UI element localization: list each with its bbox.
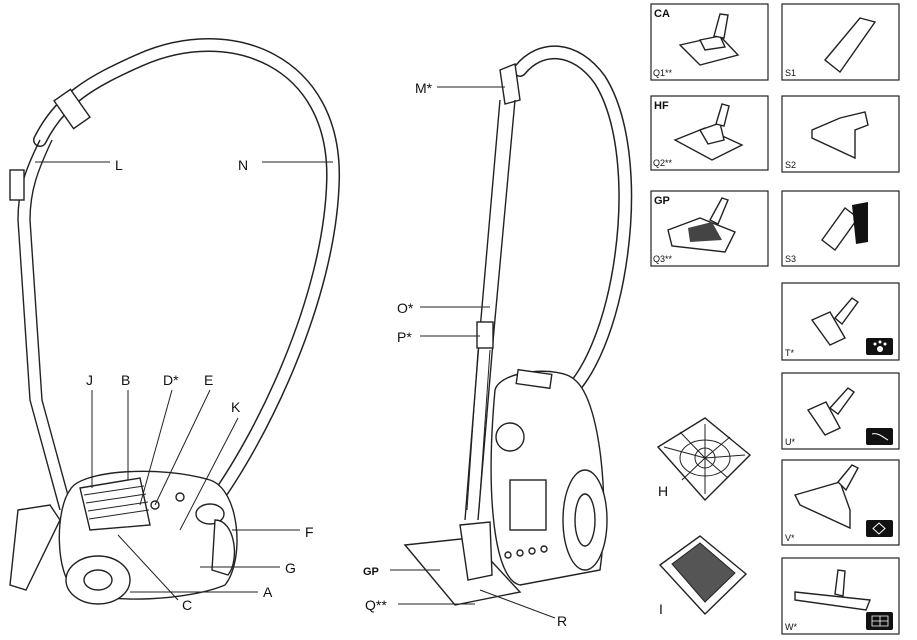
label-K-text: K xyxy=(231,399,241,415)
box-code: S3 xyxy=(785,254,796,264)
label-R: R xyxy=(557,613,567,629)
label-L: L xyxy=(115,157,123,173)
filter-i-illustration xyxy=(658,535,748,616)
label-K: K xyxy=(231,399,241,415)
label-GP-text: GP xyxy=(363,566,379,578)
label-F: F xyxy=(305,524,314,540)
label-G-text: G xyxy=(285,560,296,576)
box-code: Q1** xyxy=(653,68,673,78)
box-code: V* xyxy=(785,533,795,543)
accessory-s1: S1 xyxy=(781,3,900,81)
accessory-w: W* xyxy=(781,557,900,635)
accessory-v: V* xyxy=(781,459,900,546)
label-I: I xyxy=(659,601,663,617)
label-C: C xyxy=(182,597,192,613)
label-O: O* xyxy=(397,300,414,316)
hair-icon xyxy=(866,428,893,445)
label-L-text: L xyxy=(115,157,123,173)
accessory-t: T* xyxy=(781,282,900,361)
label-Q-text: Q** xyxy=(365,597,387,613)
label-B-text: B xyxy=(121,372,130,388)
box-title: GP xyxy=(654,195,670,207)
box-title: CA xyxy=(654,8,670,20)
label-M-text: M* xyxy=(415,80,433,96)
label-N-text: N xyxy=(238,157,248,173)
label-D-text: D* xyxy=(163,372,179,388)
label-GP: GP xyxy=(363,566,379,578)
box-title: HF xyxy=(654,100,669,112)
label-B: B xyxy=(121,372,130,388)
label-E-text: E xyxy=(204,372,213,388)
left-vacuum-illustration xyxy=(9,38,341,605)
box-code: W* xyxy=(785,622,797,632)
label-A: A xyxy=(263,584,273,600)
box-code: Q3** xyxy=(653,254,673,264)
accessory-s2: S2 xyxy=(781,95,900,173)
label-H: H xyxy=(658,483,668,499)
label-E: E xyxy=(204,372,213,388)
label-M: M* xyxy=(415,80,433,96)
label-D: D* xyxy=(163,372,179,388)
center-vacuum-leaders xyxy=(390,86,556,619)
center-vacuum-illustration xyxy=(403,45,633,606)
label-F-text: F xyxy=(305,524,314,540)
label-A-text: A xyxy=(263,584,273,600)
accessory-s3: S3 xyxy=(781,190,900,267)
label-Q: Q** xyxy=(365,597,387,613)
box-code: Q2** xyxy=(653,158,673,168)
label-N: N xyxy=(238,157,248,173)
label-G: G xyxy=(285,560,296,576)
accessory-u: U* xyxy=(781,372,900,450)
label-R-text: R xyxy=(557,613,567,629)
label-P-text: P* xyxy=(397,329,412,345)
label-H-text: H xyxy=(658,483,668,499)
box-code: U* xyxy=(785,437,795,447)
label-O-text: O* xyxy=(397,300,414,316)
box-code: S1 xyxy=(785,68,796,78)
label-P: P* xyxy=(397,329,412,345)
filter-h-illustration xyxy=(656,417,752,502)
accessory-q2: HF Q2** xyxy=(650,95,769,171)
accessory-q3: GP Q3** xyxy=(650,190,769,267)
carpet-floor-icon xyxy=(866,520,893,537)
label-I-text: I xyxy=(659,601,663,617)
accessory-q1: CA Q1** xyxy=(650,3,769,81)
label-C-text: C xyxy=(182,597,192,613)
label-J: J xyxy=(86,372,93,388)
box-code: S2 xyxy=(785,160,796,170)
left-vacuum-leaders xyxy=(35,161,333,601)
label-J-text: J xyxy=(86,372,93,388)
box-code: T* xyxy=(785,348,794,358)
